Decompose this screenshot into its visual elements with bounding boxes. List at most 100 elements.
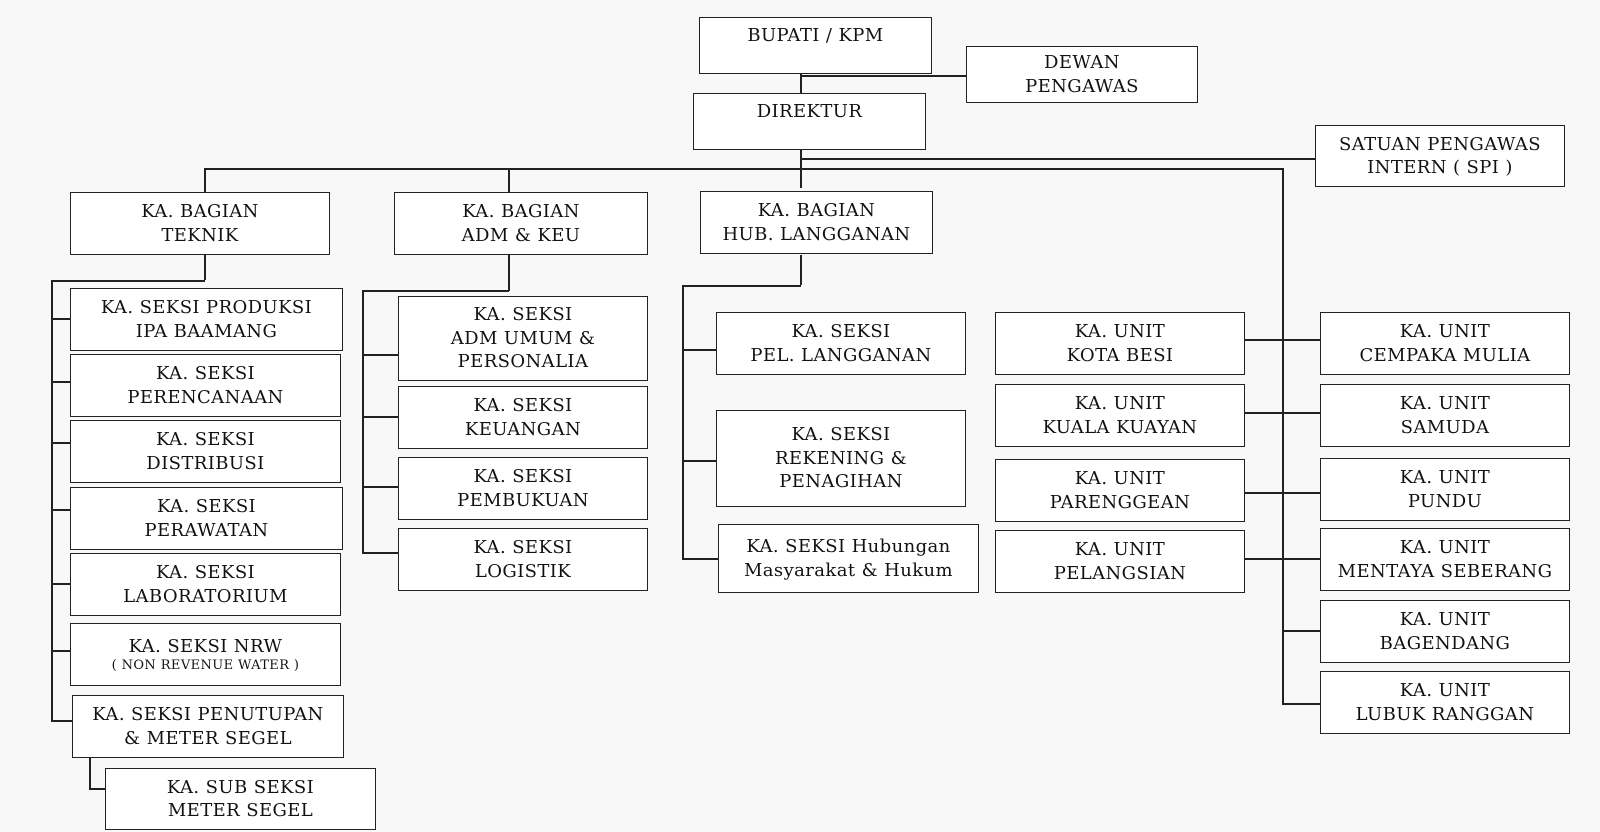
connector: [800, 73, 802, 93]
box-unit-lubuk-ranggan[interactable]: KA. UNIT LUBUK RANGGAN: [1320, 671, 1570, 734]
box-label: KA. SEKSI: [155, 429, 256, 451]
box-label: KA. SEKSI PRODUKSI: [100, 297, 313, 319]
box-bagian-hub-langganan[interactable]: KA. BAGIAN HUB. LANGGANAN: [700, 191, 933, 254]
box-label: KA. SEKSI: [156, 496, 257, 518]
box-direktur[interactable]: DIREKTUR: [693, 93, 926, 150]
box-label: TEKNIK: [161, 224, 239, 246]
connector: [682, 285, 801, 287]
box-label: DIREKTUR: [756, 101, 863, 122]
box-unit-kuala-kuayan[interactable]: KA. UNIT KUALA KUAYAN: [995, 384, 1245, 447]
box-label: KA. SEKSI: [791, 424, 891, 446]
box-seksi-adm-umum[interactable]: KA. SEKSI ADM UMUM & PERSONALIA: [398, 296, 648, 381]
box-seksi-nrw[interactable]: KA. SEKSI NRW ( NON REVENUE WATER ): [70, 623, 341, 686]
box-label: PENAGIHAN: [779, 471, 903, 493]
box-unit-cempaka-mulia[interactable]: KA. UNIT CEMPAKA MULIA: [1320, 312, 1570, 375]
box-sub-seksi-meter-segel[interactable]: KA. SUB SEKSI METER SEGEL: [105, 768, 376, 830]
box-seksi-laboratorium[interactable]: KA. SEKSI LABORATORIUM: [70, 553, 341, 616]
connector: [1282, 630, 1320, 632]
box-label: PERENCANAAN: [127, 386, 284, 408]
box-spi[interactable]: SATUAN PENGAWAS INTERN ( SPI ): [1315, 125, 1565, 187]
box-label: DISTRIBUSI: [146, 452, 265, 474]
box-unit-bagendang[interactable]: KA. UNIT BAGENDANG: [1320, 600, 1570, 663]
box-label: KA. SEKSI PENUTUPAN: [92, 704, 324, 726]
connector: [51, 583, 71, 585]
box-label: PERSONALIA: [457, 351, 589, 373]
box-label: BUPATI / KPM: [747, 25, 884, 46]
connector: [682, 558, 718, 560]
box-seksi-pel-langganan[interactable]: KA. SEKSI PEL. LANGGANAN: [716, 312, 966, 375]
box-label: KA. UNIT: [1074, 321, 1166, 343]
box-seksi-perawatan[interactable]: KA. SEKSI PERAWATAN: [70, 487, 343, 550]
box-unit-mentaya-seberang[interactable]: KA. UNIT MENTAYA SEBERANG: [1320, 528, 1570, 591]
connector: [51, 280, 53, 721]
connector: [508, 168, 510, 192]
connector: [508, 255, 510, 291]
box-label: KA. SUB SEKSI: [166, 776, 315, 798]
connector: [800, 75, 966, 77]
box-label: KA. BAGIAN: [462, 201, 580, 223]
box-label: CEMPAKA MULIA: [1359, 344, 1531, 366]
box-label: KA. UNIT: [1399, 609, 1491, 631]
connector: [1245, 412, 1320, 414]
box-label: IPA BAAMANG: [135, 320, 278, 342]
box-seksi-distribusi[interactable]: KA. SEKSI DISTRIBUSI: [70, 420, 341, 483]
box-seksi-humas-hukum[interactable]: KA. SEKSI Hubungan Masyarakat & Hukum: [718, 524, 979, 593]
box-label: & METER SEGEL: [124, 727, 292, 749]
box-label: HUB. LANGGANAN: [722, 223, 911, 245]
box-label: ADM & KEU: [461, 224, 581, 246]
box-note: ( NON REVENUE WATER ): [111, 658, 300, 674]
box-unit-pelangsian[interactable]: KA. UNIT PELANGSIAN: [995, 530, 1245, 593]
box-label: KA. SEKSI: [155, 363, 256, 385]
box-label: Masyarakat & Hukum: [743, 559, 954, 581]
connector: [51, 509, 71, 511]
box-seksi-produksi[interactable]: KA. SEKSI PRODUKSI IPA BAAMANG: [70, 288, 343, 351]
box-seksi-logistik[interactable]: KA. SEKSI LOGISTIK: [398, 528, 648, 591]
connector: [362, 290, 509, 292]
box-label: PERAWATAN: [144, 519, 269, 541]
connector: [51, 318, 71, 320]
box-label: KA. SEKSI: [473, 537, 573, 559]
box-seksi-perencanaan[interactable]: KA. SEKSI PERENCANAAN: [70, 354, 341, 417]
box-label: KA. SEKSI: [155, 562, 256, 584]
box-label: KOTA BESI: [1066, 344, 1174, 366]
box-unit-parenggean[interactable]: KA. UNIT PARENGGEAN: [995, 459, 1245, 522]
box-label: SAMUDA: [1400, 416, 1490, 438]
box-bupati-kpm[interactable]: BUPATI / KPM: [699, 17, 932, 74]
box-label: KA. UNIT: [1074, 468, 1166, 490]
box-label: KA. UNIT: [1399, 321, 1491, 343]
box-unit-samuda[interactable]: KA. UNIT SAMUDA: [1320, 384, 1570, 447]
connector: [204, 168, 1282, 170]
box-label: PEL. LANGGANAN: [750, 344, 932, 366]
box-label: KA. SEKSI: [473, 466, 573, 488]
box-label: PEMBUKUAN: [457, 489, 589, 511]
box-bagian-teknik[interactable]: KA. BAGIAN TEKNIK: [70, 192, 330, 255]
box-label: PELANGSIAN: [1053, 562, 1187, 584]
box-label: KA. BAGIAN: [757, 200, 876, 222]
box-unit-kota-besi[interactable]: KA. UNIT KOTA BESI: [995, 312, 1245, 375]
connector: [362, 354, 398, 356]
connector: [51, 442, 71, 444]
box-label: MENTAYA SEBERANG: [1337, 560, 1553, 582]
box-dewan-pengawas[interactable]: DEWAN PENGAWAS: [966, 46, 1198, 103]
connector: [362, 290, 364, 552]
box-label: KA. SEKSI: [473, 304, 573, 326]
connector: [51, 650, 71, 652]
box-label: KA. BAGIAN: [141, 201, 259, 223]
box-seksi-rekening-penagihan[interactable]: KA. SEKSI REKENING & PENAGIHAN: [716, 410, 966, 507]
box-label: PENGAWAS: [1025, 75, 1139, 97]
connector: [204, 168, 206, 192]
connector: [362, 416, 398, 418]
connector: [362, 552, 398, 554]
box-unit-pundu[interactable]: KA. UNIT PUNDU: [1320, 458, 1570, 521]
connector: [89, 758, 91, 789]
box-seksi-keuangan[interactable]: KA. SEKSI KEUANGAN: [398, 386, 648, 449]
box-seksi-pembukuan[interactable]: KA. SEKSI PEMBUKUAN: [398, 457, 648, 520]
box-label: METER SEGEL: [167, 800, 314, 821]
box-label: KA. UNIT: [1399, 680, 1491, 702]
box-label: KA. UNIT: [1399, 393, 1491, 415]
box-seksi-penutupan[interactable]: KA. SEKSI PENUTUPAN & METER SEGEL: [72, 695, 344, 758]
box-label: KA. SEKSI NRW: [128, 636, 283, 657]
box-bagian-adm-keu[interactable]: KA. BAGIAN ADM & KEU: [394, 192, 648, 255]
connector: [51, 720, 73, 722]
box-label: LUBUK RANGGAN: [1355, 703, 1535, 725]
